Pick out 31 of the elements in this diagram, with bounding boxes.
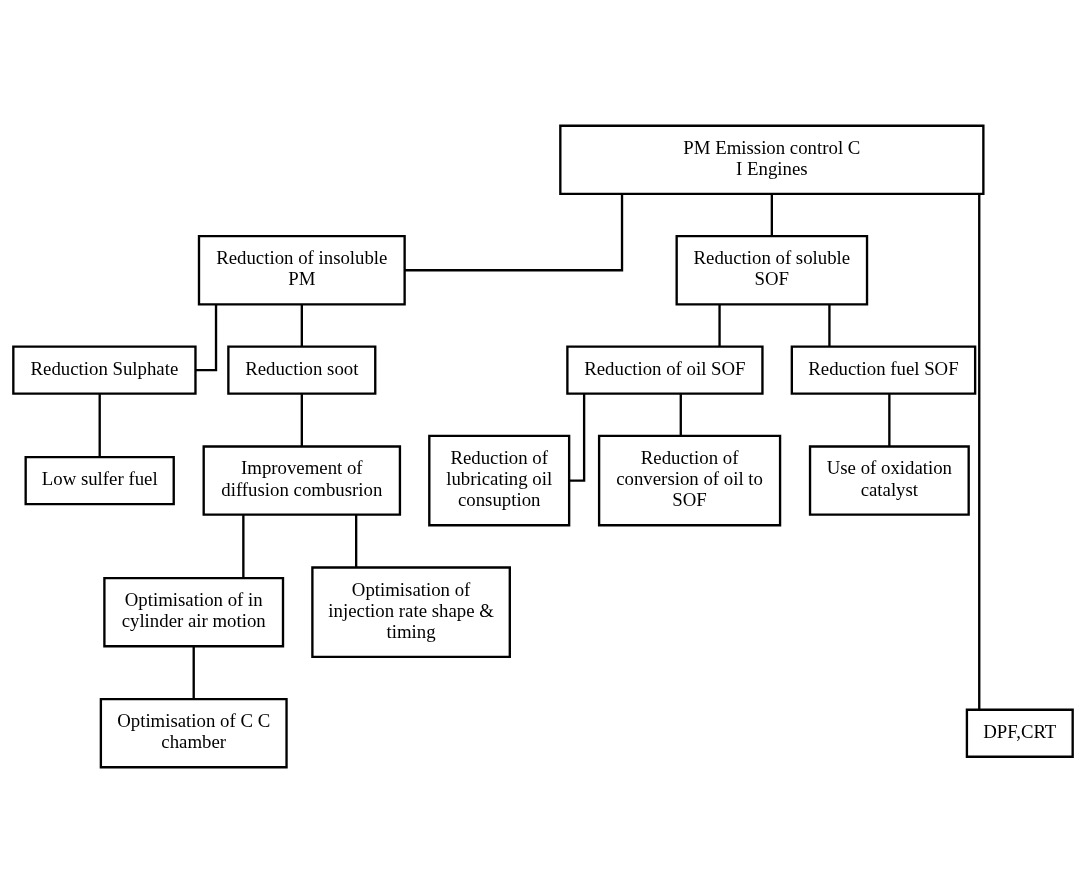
connector xyxy=(300,304,303,346)
node-box: DPF,CRT xyxy=(965,708,1074,758)
connector xyxy=(242,514,245,578)
node-box: Reduction fuel SOF xyxy=(790,344,977,395)
connector xyxy=(978,193,981,710)
node-box: Reduction of conversion of oil to SOF xyxy=(597,434,782,526)
node-box: Optimisation of in cylinder air motion xyxy=(103,576,285,647)
connector xyxy=(404,193,624,271)
node-box: PM Emission control C I Engines xyxy=(559,124,985,195)
node-box: Improvement of diffusion combusrion xyxy=(202,444,402,516)
node-box: Low sulfer fuel xyxy=(24,455,175,505)
node-box: Reduction soot xyxy=(227,344,377,395)
node-box: Reduction of soluble SOF xyxy=(675,234,869,305)
node-box: Reduction of insoluble PM xyxy=(197,234,406,305)
connector xyxy=(718,304,721,346)
node-box: Optimisation of injection rate shape & timing xyxy=(311,565,511,658)
connector xyxy=(828,304,831,346)
node-box: Reduction of lubricating oil consuption xyxy=(428,434,571,526)
connector xyxy=(888,393,891,446)
connector xyxy=(569,393,586,482)
connector xyxy=(770,193,774,236)
connector xyxy=(300,393,303,446)
node-box: Use of oxidation catalyst xyxy=(808,444,970,516)
connector xyxy=(192,646,195,699)
node-box: Optimisation of C C chamber xyxy=(99,697,288,768)
node-box: Reduction Sulphate xyxy=(12,344,197,395)
connector xyxy=(355,514,358,567)
connector xyxy=(195,304,218,371)
connector xyxy=(679,393,682,436)
node-box: Reduction of oil SOF xyxy=(566,344,764,395)
connector xyxy=(98,393,101,457)
